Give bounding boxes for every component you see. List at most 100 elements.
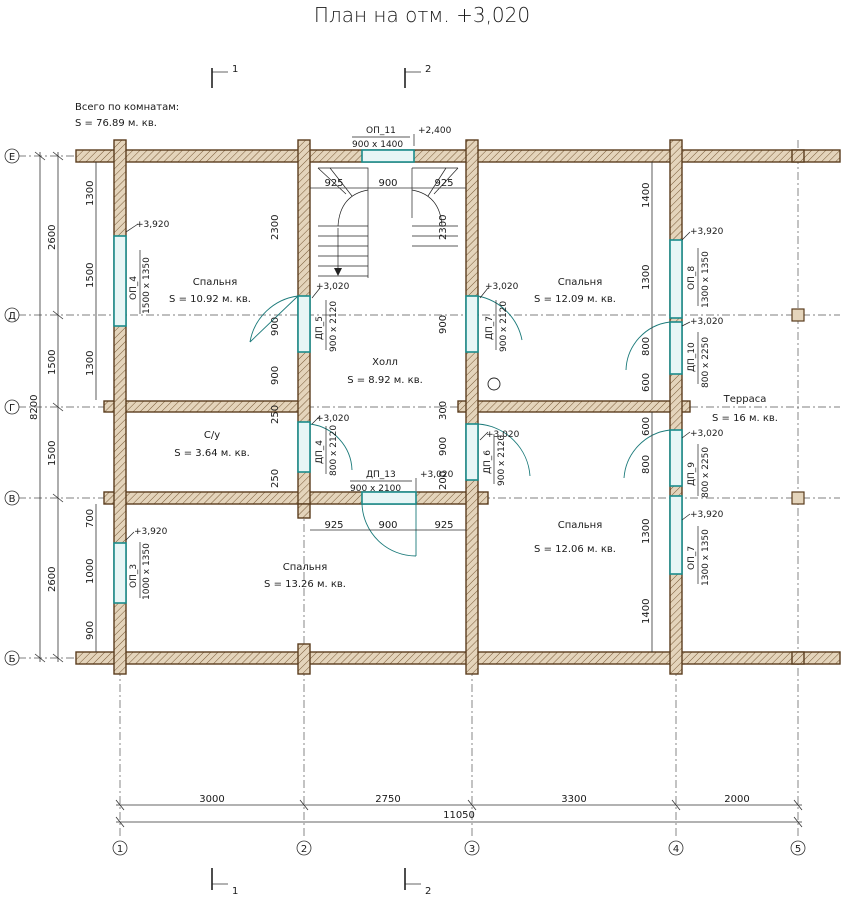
room-bedroom-1: Спальня S = 10.92 м. кв. [169,277,251,305]
right-inner-dimensions: 1400 1300 800 600 600 800 1300 1400 [641,162,653,652]
opening-dp4: ДП_4 800 х 2120 +3,020 [311,414,350,476]
svg-text:ДП_9: ДП_9 [687,462,697,486]
svg-text:S = 12.06 м. кв.: S = 12.06 м. кв. [534,544,616,555]
svg-text:2300: 2300 [270,215,281,240]
hall-column-marker [487,377,501,391]
svg-text:600: 600 [641,417,652,436]
svg-text:Терраса: Терраса [723,394,767,405]
door-dp6 [465,423,531,481]
svg-text:1400: 1400 [641,183,652,208]
opening-dp6: ДП_6 900 х 2120 +3,020 [479,430,520,486]
section-mark-1-top: 1 [211,64,238,88]
svg-text:S = 12.09 м. кв.: S = 12.09 м. кв. [534,294,616,305]
svg-text:900: 900 [378,178,397,189]
room-bedroom-2: Спальня S = 12.09 м. кв. [534,277,616,305]
svg-text:1500: 1500 [47,441,58,466]
svg-text:ДП_5: ДП_5 [315,316,325,340]
svg-text:900: 900 [270,366,281,385]
svg-text:1000 х 1350: 1000 х 1350 [142,543,152,600]
svg-text:900: 900 [378,520,397,531]
svg-text:Е: Е [9,152,15,163]
svg-text:+3,020: +3,020 [486,430,520,440]
svg-text:ОП_7: ОП_7 [687,546,697,570]
svg-text:1500: 1500 [85,263,96,288]
svg-text:800: 800 [641,337,652,356]
section-mark-2-bottom: 2 [404,868,431,897]
svg-text:900: 900 [85,621,96,640]
svg-text:5: 5 [795,844,801,855]
svg-text:+2,400: +2,400 [418,126,452,136]
svg-text:+3,020: +3,020 [316,282,350,292]
svg-text:Г: Г [9,403,15,414]
opening-op4: ОП_4 1500 х 1350 +3,920 [125,220,170,314]
summary-caption: Всего по комнатам: [75,102,179,113]
svg-text:S = 8.92 м. кв.: S = 8.92 м. кв. [347,375,423,386]
opening-dp7: ДП_7 900 х 2120 +3,020 [479,282,519,352]
svg-text:ОП_8: ОП_8 [687,266,697,290]
svg-text:900 х 2120: 900 х 2120 [499,301,509,352]
window-op3 [113,542,127,604]
svg-text:Спальня: Спальня [283,562,328,573]
opening-op11: ОП_11 900 х 1400 +2,400 [352,126,452,150]
svg-text:S = 3.64 м. кв.: S = 3.64 м. кв. [174,448,250,459]
left-dimensions: 8200 2600 1500 1500 2600 1300 1500 1300 … [29,151,97,663]
col-axis-4: 4 [668,840,684,856]
svg-text:1: 1 [117,844,123,855]
svg-text:1300 х 1350: 1300 х 1350 [701,529,711,586]
svg-text:1500 х 1350: 1500 х 1350 [142,257,152,314]
svg-text:2000: 2000 [724,794,749,805]
svg-text:В: В [9,494,16,505]
col-axis-2: 2 [296,840,312,856]
svg-text:+3,920: +3,920 [690,227,724,237]
svg-text:+3,020: +3,020 [420,470,454,480]
door-dp10 [625,321,683,375]
svg-text:S = 13.26 м. кв.: S = 13.26 м. кв. [264,579,346,590]
section-mark-2-top: 2 [404,64,431,88]
svg-text:Б: Б [9,654,16,665]
svg-text:900: 900 [270,317,281,336]
svg-text:2600: 2600 [47,567,58,592]
svg-text:3300: 3300 [561,794,586,805]
svg-text:800 х 2250: 800 х 2250 [701,447,711,498]
svg-text:Спальня: Спальня [193,277,238,288]
svg-text:1300: 1300 [85,351,96,376]
svg-text:250: 250 [270,469,281,488]
svg-text:250: 250 [270,405,281,424]
svg-text:4: 4 [673,844,679,855]
row-axis-v: В [4,490,20,506]
row-axis-e: Е [4,148,20,164]
svg-text:ДП_6: ДП_6 [483,450,493,474]
svg-text:800 х 2120: 800 х 2120 [329,425,339,476]
svg-text:S = 16 м. кв.: S = 16 м. кв. [712,413,778,424]
svg-text:ОП_3: ОП_3 [129,564,139,588]
svg-text:900 х 1400: 900 х 1400 [352,140,403,150]
svg-text:1: 1 [232,886,238,897]
svg-text:ОП_4: ОП_4 [129,276,139,300]
svg-text:200: 200 [438,471,449,490]
svg-text:1300 х 1350: 1300 х 1350 [701,251,711,308]
opening-dp10: ДП_10 800 х 2250 +3,020 [681,317,724,388]
opening-dp13: ДП_13 900 х 2100 +3,020 [350,470,454,494]
plan-title: План на отм. +3,020 [314,3,530,27]
svg-text:925: 925 [434,178,453,189]
stair-dimensions: 925 900 925 2300 2300 [270,178,466,240]
svg-text:700: 700 [85,509,96,528]
row-axis-g: Г [4,399,20,415]
svg-text:3: 3 [469,844,475,855]
opening-dp9: ДП_9 800 х 2250 +3,020 [681,429,724,498]
svg-text:1300: 1300 [641,265,652,290]
svg-text:+3,020: +3,020 [316,414,350,424]
row-axis-d: Д [4,307,20,323]
opening-op8: ОП_8 1300 х 1350 +3,920 [681,227,724,308]
svg-text:+3,920: +3,920 [136,220,170,230]
svg-text:600: 600 [641,373,652,392]
room-bedroom-3: Спальня S = 13.26 м. кв. [264,562,346,590]
svg-text:300: 300 [438,401,449,420]
axis-lines [18,140,840,838]
svg-text:11050: 11050 [443,810,475,821]
svg-text:900: 900 [438,437,449,456]
svg-text:2300: 2300 [438,215,449,240]
window-op4 [113,235,127,327]
hall-dimensions: 900 900 300 900 200 900 250 250 [270,315,449,490]
